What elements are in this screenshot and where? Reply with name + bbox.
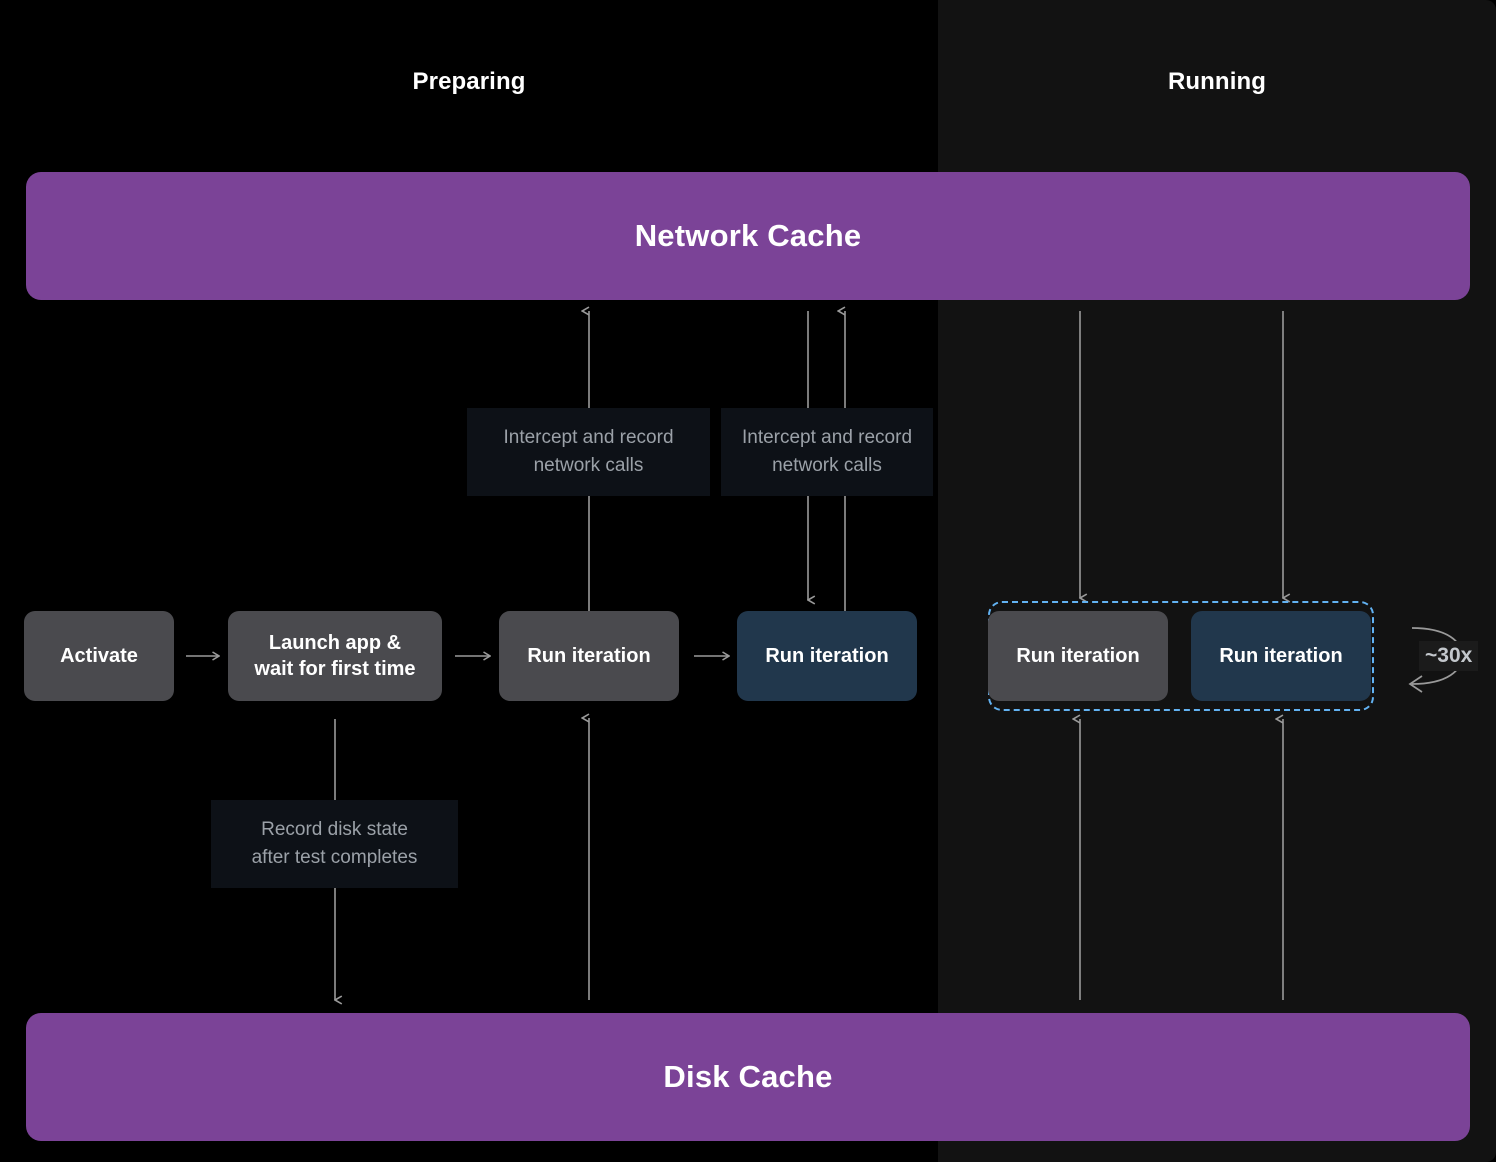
node-prep-run-iteration-2[interactable]: Run iteration (737, 611, 917, 701)
node-run-iteration-2-label: Run iteration (1219, 645, 1343, 667)
annotation-intercept-2-line1: Intercept and record (741, 427, 913, 449)
node-prep-run-iteration-1-label: Run iteration (527, 645, 651, 667)
annotation-record-disk-state: Record disk state after test completes (211, 800, 458, 888)
node-launch-app-line1: Launch app & (268, 632, 402, 654)
annotation-disk-line1: Record disk state (261, 819, 408, 841)
node-launch-app-line2: wait for first time (254, 658, 416, 680)
node-run-iteration-2[interactable]: Run iteration (1191, 611, 1371, 701)
network-cache-label: Network Cache (634, 218, 862, 253)
disk-cache-label: Disk Cache (663, 1059, 833, 1094)
annotation-intercept-1-line2: network calls (533, 455, 644, 476)
annotation-intercept-2-line2: network calls (772, 455, 882, 476)
disk-cache-bar: Disk Cache (26, 1013, 1470, 1141)
loop-count-text: ~30x (1425, 644, 1473, 667)
annotation-disk-line2: after test completes (251, 847, 418, 868)
node-activate[interactable]: Activate (24, 611, 174, 701)
column-header-running: Running (1167, 68, 1266, 95)
loop-count-label: ~30x (1419, 641, 1479, 671)
column-header-preparing: Preparing (412, 68, 526, 95)
annotation-intercept-1: Intercept and record network calls (467, 408, 710, 496)
node-run-iteration-1-label: Run iteration (1016, 645, 1140, 667)
network-cache-bar: Network Cache (26, 172, 1470, 300)
annotation-intercept-2: Intercept and record network calls (721, 408, 933, 496)
node-prep-run-iteration-1[interactable]: Run iteration (499, 611, 679, 701)
node-prep-run-iteration-2-label: Run iteration (765, 645, 889, 667)
annotation-intercept-1-line1: Intercept and record (503, 427, 674, 449)
node-activate-label: Activate (60, 645, 138, 667)
node-launch-app[interactable]: Launch app & wait for first time (228, 611, 442, 701)
node-run-iteration-1[interactable]: Run iteration (988, 611, 1168, 701)
